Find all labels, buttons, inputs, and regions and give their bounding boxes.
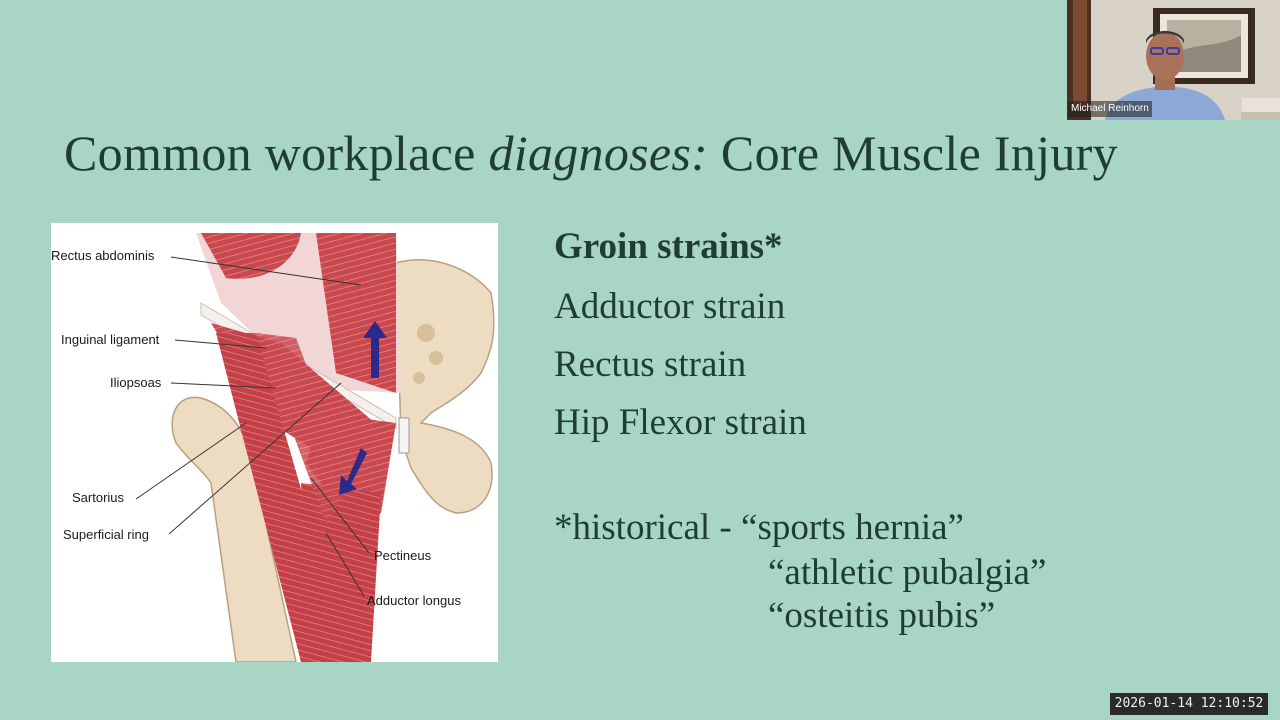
slide-title: Common workplace diagnoses: Core Muscle … xyxy=(64,122,1118,184)
bullet-rectus-strain: Rectus strain xyxy=(554,344,747,385)
historical-prefix: *historical - xyxy=(554,507,742,548)
pelvis-bone xyxy=(395,259,495,514)
label-inguinal-ligament: Inguinal ligament xyxy=(61,332,160,347)
title-prefix: Common workplace xyxy=(64,125,489,181)
femur-bone xyxy=(171,396,297,662)
downward-arrow xyxy=(339,448,367,495)
label-sartorius: Sartorius xyxy=(72,490,125,505)
label-superficial-ring: Superficial ring xyxy=(63,527,149,542)
label-adductor-longus: Adductor longus xyxy=(367,593,461,608)
title-emphasis: diagnoses: xyxy=(488,125,709,181)
adductor-longus-muscle xyxy=(301,483,381,662)
bullet-groin-strains: Groin strains* xyxy=(554,226,783,267)
title-suffix: Core Muscle Injury xyxy=(708,125,1118,181)
historical-term-2: “athletic pubalgia” xyxy=(768,552,1047,593)
label-rectus-abdominis: Rectus abdominis xyxy=(51,248,155,263)
participant-face xyxy=(1146,32,1184,80)
historical-term-3: “osteitis pubis” xyxy=(768,595,996,636)
anatomy-illustration xyxy=(135,233,495,662)
upward-arrow xyxy=(363,321,387,378)
historical-line: *historical - “sports hernia” xyxy=(554,506,964,550)
bullet-adductor-strain: Adductor strain xyxy=(554,286,786,327)
participant-name-tag: Michael Reinhorn xyxy=(1068,101,1152,117)
label-pectineus: Pectineus xyxy=(374,548,432,563)
bullet-hip-flexor-strain: Hip Flexor strain xyxy=(554,402,807,443)
label-iliopsoas: Iliopsoas xyxy=(110,375,162,390)
participant-video[interactable]: Michael Reinhorn xyxy=(1067,0,1280,120)
anatomy-figure: Rectus abdominis Inguinal ligament Iliop… xyxy=(51,223,498,662)
participant-video-frame xyxy=(1067,0,1280,120)
recording-timestamp: 2026-01-14 12:10:52 xyxy=(1110,693,1268,715)
historical-term-1: “sports hernia” xyxy=(741,507,964,548)
